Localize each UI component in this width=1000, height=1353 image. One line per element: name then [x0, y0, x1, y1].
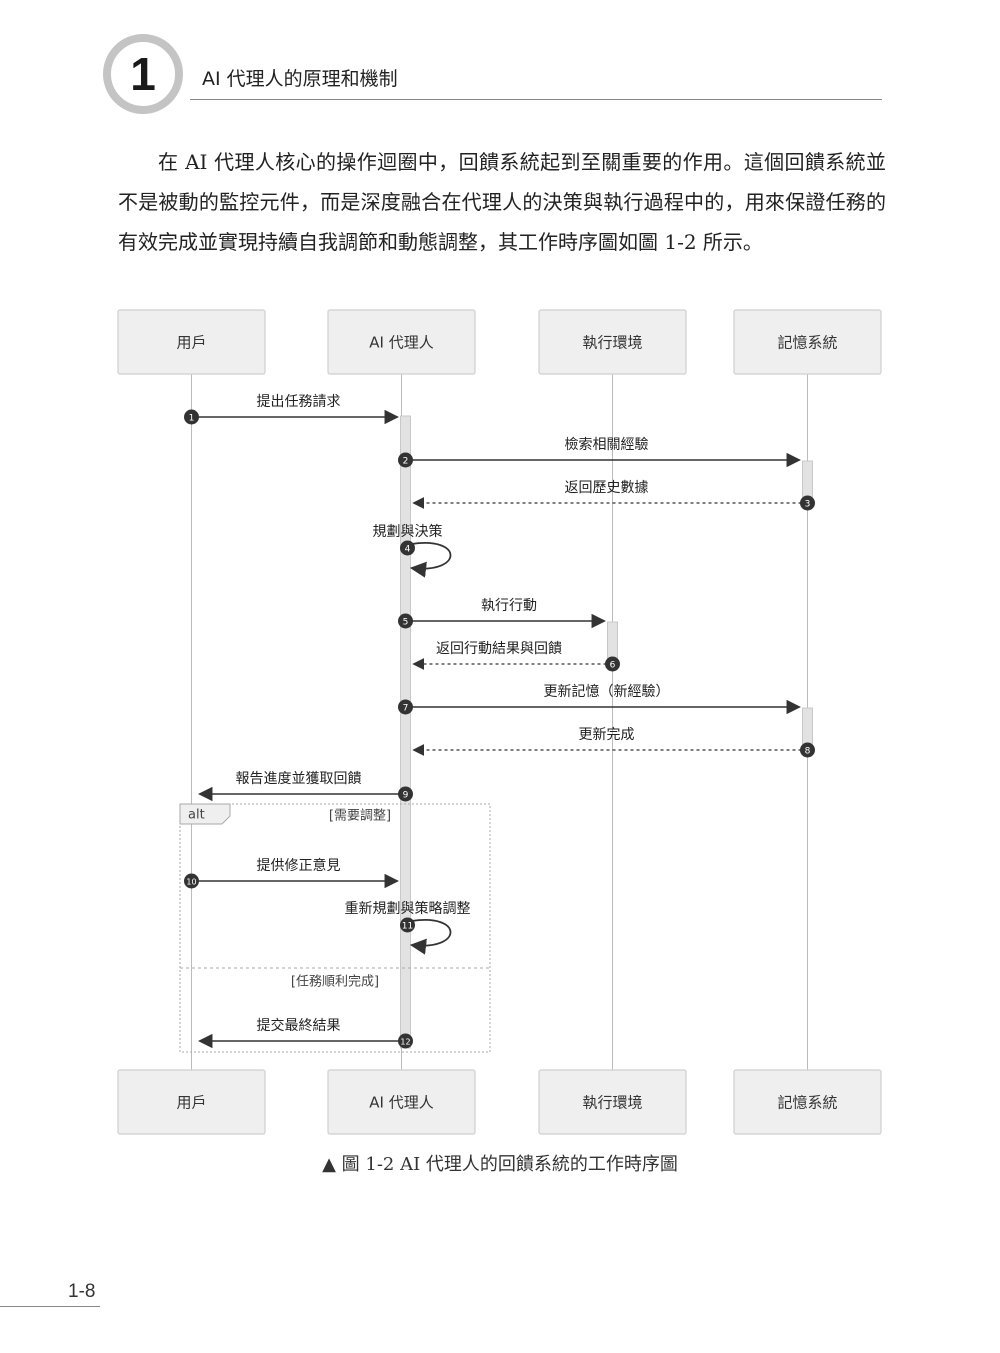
message-6: 返回行動結果與回饋 6 — [412, 640, 620, 672]
message-badge-num-7: 7 — [403, 704, 409, 714]
activation-bar-2 — [607, 621, 618, 663]
chapter-rule — [190, 99, 882, 100]
message-badge-6 — [605, 656, 620, 672]
bottom-participant-box-3 — [733, 1069, 882, 1135]
message-badge-8 — [800, 742, 815, 758]
chapter-number: 1 — [130, 48, 156, 100]
message-5: 執行行動 5 — [398, 598, 606, 629]
activation-bar-1 — [802, 460, 813, 501]
message-1: 提出任務請求 1 — [184, 394, 399, 425]
alt-frame — [179, 803, 491, 1053]
alt-tag-box — [179, 803, 231, 825]
message-badge-num-4: 4 — [405, 545, 411, 555]
message-label-8: 更新完成 — [579, 727, 635, 743]
message-badge-num-11: 11 — [402, 922, 413, 932]
message-label-11: 重新規劃與策略調整 — [345, 900, 471, 917]
message-label-6: 返回行動結果與回饋 — [436, 640, 562, 657]
activation-bar-3 — [802, 707, 813, 749]
bottom-participant-label-2: 執行環境 — [582, 1094, 642, 1112]
top-participant-box-0 — [117, 309, 266, 375]
message-badge-num-10: 10 — [186, 878, 196, 887]
message-badge-num-3: 3 — [805, 500, 811, 510]
message-badge-1 — [184, 409, 199, 425]
bottom-participant-box-2 — [538, 1069, 687, 1135]
top-participant-3: 記憶系統 — [733, 309, 882, 375]
message-badge-9 — [398, 786, 413, 802]
bottom-participant-label-0: 用戶 — [176, 1094, 206, 1112]
page-number: 1-8 — [68, 1281, 96, 1302]
bottom-participant-0: 用戶 — [117, 1069, 266, 1135]
message-9: 報告進度並獲取回饋 9 — [198, 770, 413, 802]
message-badge-num-1: 1 — [189, 414, 195, 424]
message-3: 返回歷史數據 3 — [412, 480, 815, 511]
figure-caption: ▲ 圖 1-2 AI 代理人的回饋系統的工作時序圖 — [322, 1154, 678, 1175]
message-7: 更新記憶（新經驗） 7 — [398, 683, 801, 715]
message-badge-num-6: 6 — [610, 661, 616, 671]
message-badge-5 — [398, 613, 413, 629]
top-participant-1: AI 代理人 — [327, 309, 476, 375]
chapter-badge: 1 — [103, 34, 183, 114]
bottom-participant-3: 記憶系統 — [733, 1069, 882, 1135]
top-participant-box-1 — [327, 309, 476, 375]
message-badge-3 — [800, 495, 815, 511]
activation-bar-0 — [400, 415, 411, 1049]
message-badge-4 — [400, 540, 415, 556]
alt-tag-label: alt — [188, 808, 205, 823]
top-participant-0: 用戶 — [117, 309, 266, 375]
message-badge-11 — [400, 917, 415, 933]
bottom-participant-box-1 — [327, 1069, 476, 1135]
chapter-ring — [103, 34, 183, 114]
message-badge-num-12: 12 — [400, 1038, 410, 1047]
alt-condition-0: [需要調整] — [329, 809, 391, 824]
top-participant-label-1: AI 代理人 — [369, 334, 433, 352]
message-label-12: 提交最終結果 — [257, 1017, 341, 1034]
message-badge-12 — [398, 1033, 413, 1049]
message-badge-10 — [184, 873, 199, 889]
message-badge-num-8: 8 — [805, 747, 811, 757]
message-label-9: 報告進度並獲取回饋 — [236, 770, 362, 787]
message-12: 提交最終結果 12 — [198, 1017, 413, 1049]
page-rule — [0, 1306, 100, 1307]
alt-condition-1: [任務順利完成] — [291, 975, 379, 990]
message-badge-num-2: 2 — [403, 457, 409, 467]
message-badge-7 — [398, 699, 413, 715]
bottom-participant-box-0 — [117, 1069, 266, 1135]
top-participant-label-0: 用戶 — [176, 334, 206, 352]
message-label-2: 檢索相關經驗 — [565, 436, 649, 453]
bottom-participant-2: 執行環境 — [538, 1069, 687, 1135]
top-participant-label-3: 記憶系統 — [777, 334, 837, 352]
message-4: 規劃與決策 4 — [373, 523, 452, 578]
chapter-title: AI 代理人的原理和機制 — [202, 68, 398, 90]
top-participant-box-3 — [733, 309, 882, 375]
body-paragraph: 在 AI 代理人核心的操作迴圈中，回饋系統起到至關重要的作用。這個回饋系統並不是… — [118, 150, 886, 254]
message-arrow-4 — [409, 542, 452, 578]
message-arrow-11 — [409, 919, 452, 955]
message-label-7: 更新記憶（新經驗） — [544, 683, 670, 700]
message-label-10: 提供修正意見 — [257, 857, 341, 874]
bottom-participant-label-1: AI 代理人 — [369, 1094, 433, 1112]
message-label-5: 執行行動 — [481, 598, 537, 614]
top-participant-2: 執行環境 — [538, 309, 687, 375]
top-participant-box-2 — [538, 309, 687, 375]
message-label-1: 提出任務請求 — [257, 394, 341, 410]
message-badge-num-5: 5 — [403, 618, 409, 628]
bottom-participant-1: AI 代理人 — [327, 1069, 476, 1135]
message-badge-num-9: 9 — [403, 791, 409, 801]
message-11: 重新規劃與策略調整 11 — [345, 900, 471, 955]
message-badge-2 — [398, 452, 413, 468]
message-label-3: 返回歷史數據 — [565, 480, 649, 496]
top-participant-label-2: 執行環境 — [582, 334, 642, 352]
message-2: 檢索相關經驗 2 — [398, 436, 801, 468]
bottom-participant-label-3: 記憶系統 — [777, 1094, 837, 1112]
message-8: 更新完成 8 — [412, 727, 815, 758]
message-10: 提供修正意見 10 — [184, 857, 399, 889]
message-label-4: 規劃與決策 — [373, 523, 443, 540]
